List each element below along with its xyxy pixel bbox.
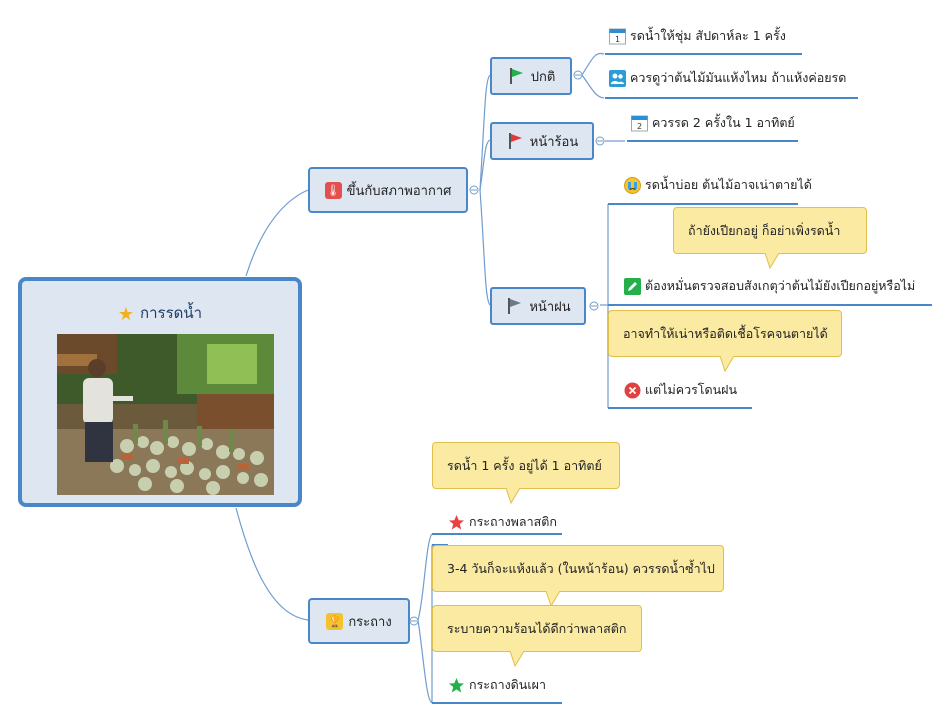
star-icon: ★ — [117, 304, 135, 325]
leaf-check-dryness[interactable]: ควรดูว่าต้นไม้มันแห้งไหม ถ้าแห้งค่อยรด — [609, 67, 846, 89]
crying-face-icon — [624, 176, 641, 194]
leaf-water-twice-week[interactable]: 2 ควรรด 2 ครั้งใน 1 อาทิตย์ — [631, 112, 795, 134]
leaf-clay-pot[interactable]: กระถางดินเผา — [448, 674, 546, 696]
red-star-icon — [449, 514, 464, 529]
green-flag-icon — [509, 68, 523, 84]
people-icon — [609, 69, 626, 87]
gray-flag-icon — [508, 298, 522, 314]
leaf-avoid-rain[interactable]: แต่ไม่ควรโดนฝน — [624, 379, 737, 401]
svg-text:2: 2 — [637, 122, 642, 131]
note-plastic-one-week[interactable]: รดน้ำ 1 ครั้ง อยู่ได้ 1 อาทิตย์ — [432, 442, 620, 504]
leaf-plastic-pot[interactable]: กระถางพลาสติก — [448, 511, 557, 533]
topic-normal[interactable]: ปกติ — [490, 57, 572, 95]
trophy-icon: 🏆 — [326, 612, 344, 630]
person-watering-cactus-photo — [57, 334, 274, 495]
pencil-icon — [624, 277, 641, 295]
green-star-icon — [449, 677, 464, 692]
note-rot-infection[interactable]: อาจทำให้เน่าหรือติดเชื้อโรคจนตายได้ — [608, 310, 842, 372]
cross-icon — [624, 382, 641, 398]
topic-pots[interactable]: 🏆 กระถาง — [308, 598, 410, 644]
note-still-wet[interactable]: ถ้ายังเปียกอยู่ ก็อย่าเพิ่งรดน้ำ — [673, 207, 867, 269]
topic-weather[interactable]: 🌡 ขึ้นกับสภาพอากาศ — [308, 167, 468, 213]
thermometer-icon: 🌡 — [324, 181, 342, 199]
leaf-frequent-watering-rot[interactable]: รดน้ำบ่อย ต้นไม้อาจเน่าตายได้ — [624, 174, 812, 196]
topic-hot-season[interactable]: หน้าร้อน — [490, 122, 594, 160]
root-topic[interactable]: ★การรดน้ำ — [18, 277, 302, 507]
calendar-1-icon: 1 — [609, 28, 626, 44]
leaf-water-weekly[interactable]: 1 รดน้ำให้ชุ่ม สัปดาห์ละ 1 ครั้ง — [609, 25, 786, 47]
root-title: ★การรดน้ำ — [117, 304, 203, 325]
topic-rainy-season[interactable]: หน้าฝน — [490, 287, 586, 325]
leaf-check-wetness[interactable]: ต้องหมั่นตรวจสอบสังเกตุว่าต้นไม้ยังเปียก… — [624, 275, 915, 297]
note-better-heat[interactable]: ระบายความร้อนได้ดีกว่าพลาสติก — [432, 605, 642, 667]
svg-text:1: 1 — [615, 35, 620, 44]
red-flag-icon — [508, 133, 522, 149]
note-dries-fast[interactable]: 3-4 วันก็จะแห้งแล้ว (ในหน้าร้อน) ควรรดน้… — [432, 545, 724, 607]
calendar-2-icon: 2 — [631, 115, 648, 131]
